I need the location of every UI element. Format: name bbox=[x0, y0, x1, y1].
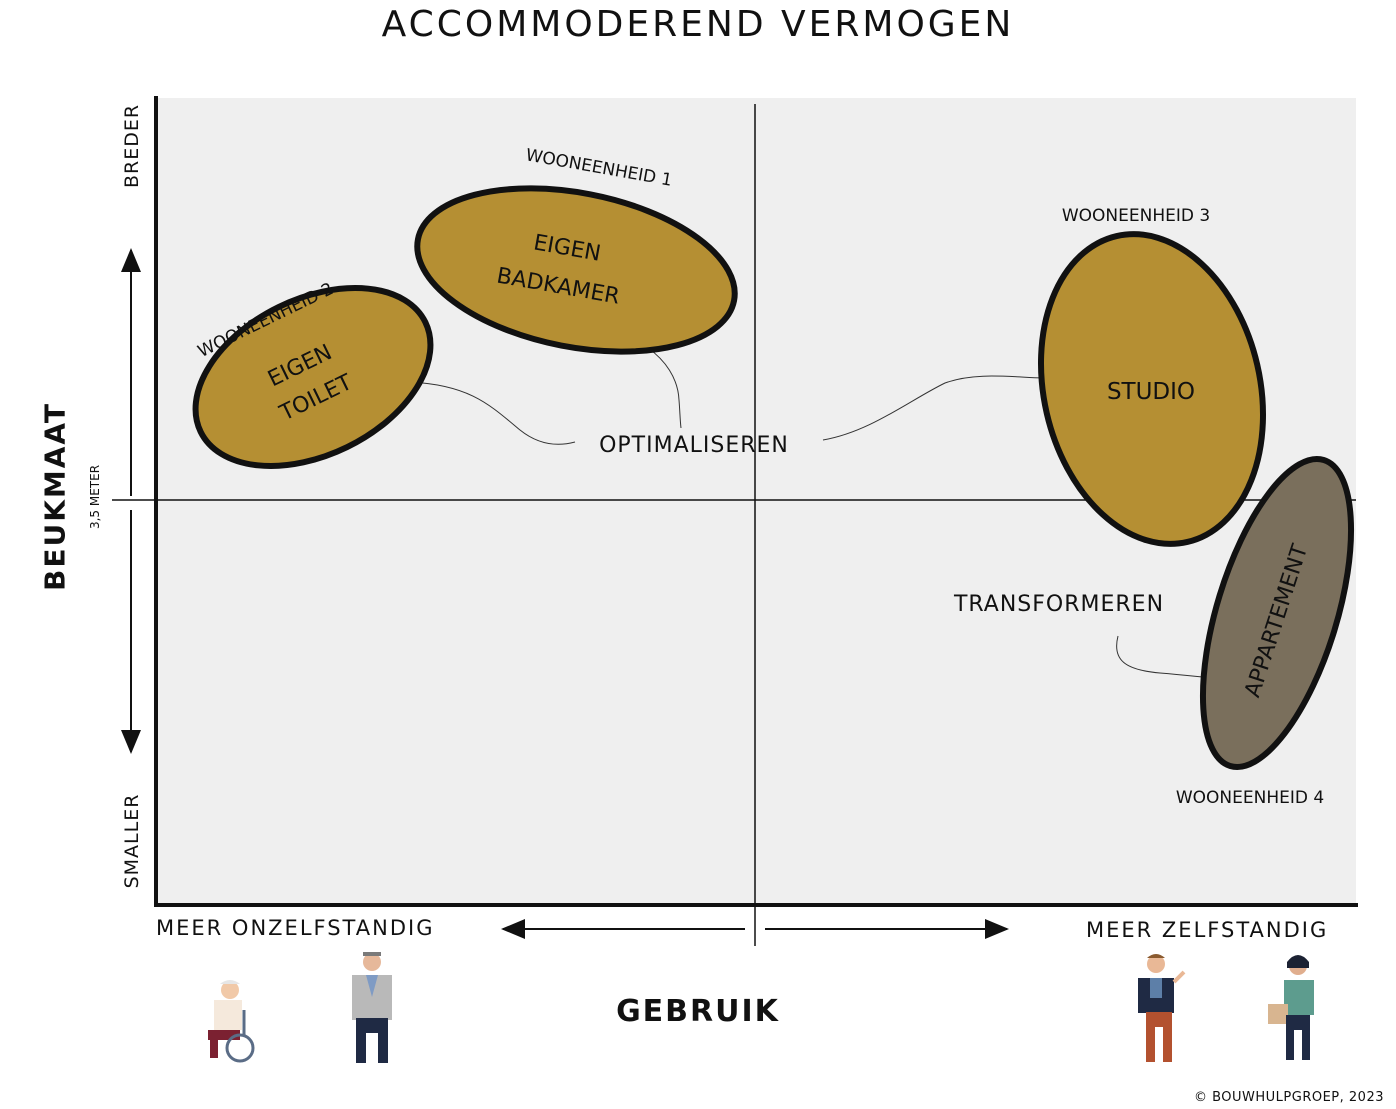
unit-2-ellipse: EIGEN TOILET WOONEENHEID 2 bbox=[192, 279, 434, 469]
credit-text: © BOUWHULPGROEP, 2023 bbox=[1193, 1090, 1384, 1105]
unit-4-ellipse: APPARTEMENT WOONEENHEID 4 bbox=[1176, 455, 1355, 808]
unit-1-name: WOONEENHEID 1 bbox=[524, 145, 674, 190]
unit-3-name: WOONEENHEID 3 bbox=[1062, 206, 1210, 226]
x-axis-title: GEBRUIK bbox=[616, 994, 780, 1029]
y-axis-bottom-label: SMALLER bbox=[121, 793, 143, 889]
y-axis-title: BEUKMAAT bbox=[38, 401, 72, 592]
connector-unit1 bbox=[647, 347, 682, 429]
person-woman-bag-icon bbox=[1268, 955, 1314, 1060]
unit-1-ellipse: EIGEN BADKAMER WOONEENHEID 1 bbox=[414, 145, 738, 355]
person-elderly-man-icon bbox=[352, 952, 392, 1063]
connector-unit2 bbox=[409, 381, 576, 445]
midline-label: 3,5 METER bbox=[88, 464, 102, 530]
diagram-title: ACCOMMODEREND VERMOGEN bbox=[381, 4, 1015, 45]
unit-3-ellipse: STUDIO WOONEENHEID 3 bbox=[1037, 206, 1267, 547]
unit-4-name: WOONEENHEID 4 bbox=[1176, 788, 1324, 808]
unit-3-label-line1: STUDIO bbox=[1107, 379, 1195, 405]
transform-label: TRANSFORMEREN bbox=[953, 592, 1164, 617]
connector-unit4 bbox=[1116, 635, 1213, 679]
optimize-label: OPTIMALISEREN bbox=[599, 433, 789, 458]
connector-unit3 bbox=[822, 375, 1044, 441]
person-man-glasses-icon bbox=[1138, 954, 1186, 1062]
x-axis-left-label: MEER ONZELFSTANDIG bbox=[156, 916, 435, 940]
y-axis-top-label: BREDER bbox=[121, 103, 143, 189]
x-axis-right-label: MEER ZELFSTANDIG bbox=[1086, 918, 1329, 942]
person-wheelchair-icon bbox=[208, 980, 255, 1063]
